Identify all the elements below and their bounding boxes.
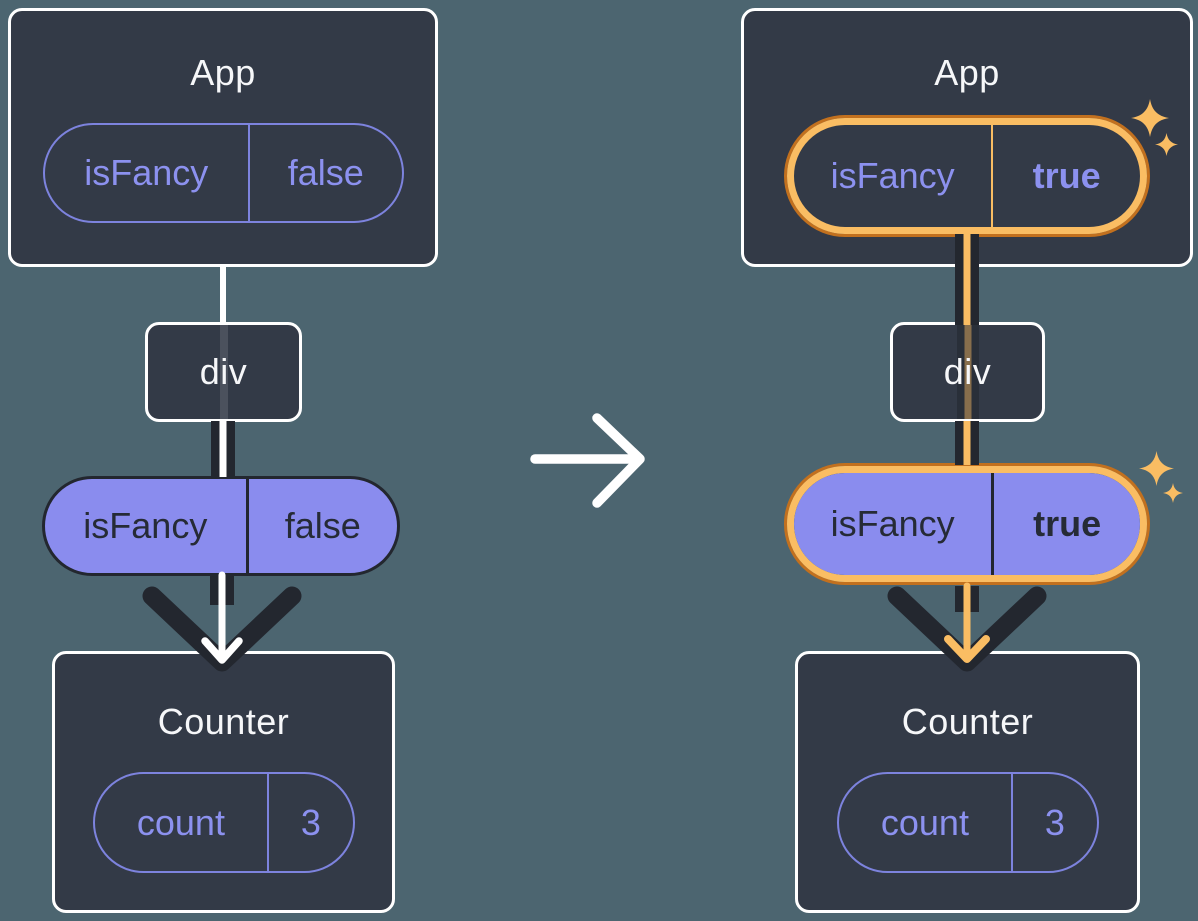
prop-flow-arrow-left <box>142 571 302 672</box>
prop-value: true <box>991 473 1140 575</box>
highlight-ring-inner: isFancy true <box>787 118 1147 234</box>
props-pill-app-left: isFancy false <box>42 123 404 223</box>
props-pill-app-right: isFancy true <box>794 125 1140 227</box>
app-component-card-left: App isFancy false <box>8 8 438 267</box>
counter-component-card-left: Counter count 3 <box>52 651 395 913</box>
state-key: count <box>136 801 225 843</box>
highlight-ring-inner: isFancy true <box>787 466 1147 582</box>
prop-flow-app-div-right <box>955 234 979 325</box>
passed-props-pill-right: isFancy true <box>794 473 1140 575</box>
state-pill-right: count 3 <box>836 772 1099 873</box>
state-key: count <box>880 801 969 843</box>
div-element-card-right: div <box>890 322 1045 422</box>
tree-edge-app-div-left <box>220 265 226 325</box>
prop-key: isFancy <box>830 503 955 544</box>
updated-prop-line <box>963 234 971 325</box>
sparkle-icon <box>1131 99 1169 137</box>
prop-value: true <box>991 125 1140 227</box>
sparkle-icon <box>1163 483 1183 503</box>
element-label: div <box>199 351 248 392</box>
sparkle-icon <box>1155 133 1178 156</box>
state-value: 3 <box>267 774 352 871</box>
updated-prop-line <box>963 421 971 465</box>
component-title: Counter <box>901 701 1034 742</box>
prop-key: isFancy <box>830 155 955 196</box>
flow-stripe-faint <box>219 325 228 419</box>
state-value: 3 <box>1011 774 1096 871</box>
highlight-ring-app-right: isFancy true <box>784 115 1150 237</box>
prop-key: isFancy <box>84 152 209 193</box>
element-label: div <box>943 351 992 392</box>
component-title: App <box>190 52 256 93</box>
app-component-card-right: App isFancy true <box>741 8 1193 267</box>
transition-arrow-icon <box>530 413 645 508</box>
component-title: App <box>934 52 1000 93</box>
counter-component-card-right: Counter count 3 <box>795 651 1140 913</box>
tree-edge-center <box>219 421 227 477</box>
sparkle-icon <box>1139 451 1174 486</box>
state-pill-left: count 3 <box>92 772 355 873</box>
flow-stripe-orange-faint <box>964 325 971 419</box>
component-title: Counter <box>157 701 290 742</box>
passed-props-pill-left: isFancy false <box>42 476 400 576</box>
prop-value: false <box>247 125 402 221</box>
prop-value: false <box>245 479 397 573</box>
flow-stripe-faint <box>956 325 979 419</box>
prop-key: isFancy <box>83 505 208 546</box>
prop-flow-div-pill-left <box>211 421 235 477</box>
prop-flow-div-pill-right <box>955 421 979 465</box>
prop-flow-arrow-right <box>887 582 1047 672</box>
div-element-card-left: div <box>145 322 302 422</box>
